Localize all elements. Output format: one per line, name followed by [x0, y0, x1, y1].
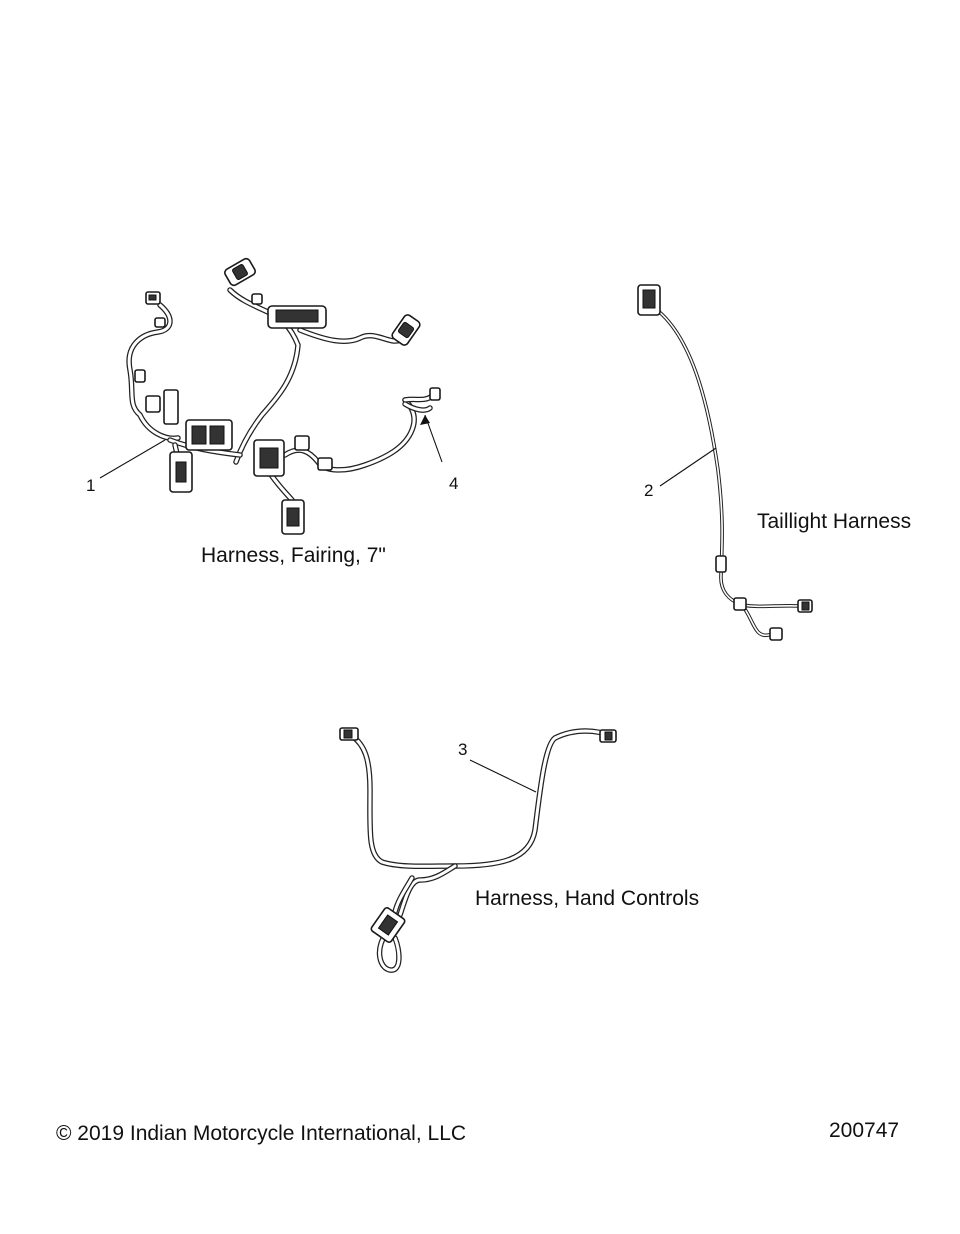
- taillight-harness: [637, 284, 813, 641]
- leader-line-2: [659, 447, 717, 487]
- callout-3: 3: [458, 740, 468, 759]
- caption-fairing-harness: Harness, Fairing, 7": [201, 544, 386, 567]
- fairing-connectors: [134, 257, 441, 535]
- callout-2: 2: [644, 481, 654, 500]
- fairing-harness: [99, 257, 443, 535]
- caption-taillight-harness: Taillight Harness: [757, 510, 912, 533]
- reference-number: 200747: [829, 1119, 900, 1142]
- leader-line-1: [99, 439, 166, 479]
- copyright-text: © 2019 Indian Motorcycle International, …: [56, 1122, 467, 1145]
- callout-4: 4: [449, 474, 459, 493]
- leader-line-3: [469, 759, 537, 793]
- callout-1: 1: [86, 476, 96, 495]
- caption-hand-controls-harness: Harness, Hand Controls: [475, 887, 700, 910]
- hand-controls-harness: [339, 727, 617, 973]
